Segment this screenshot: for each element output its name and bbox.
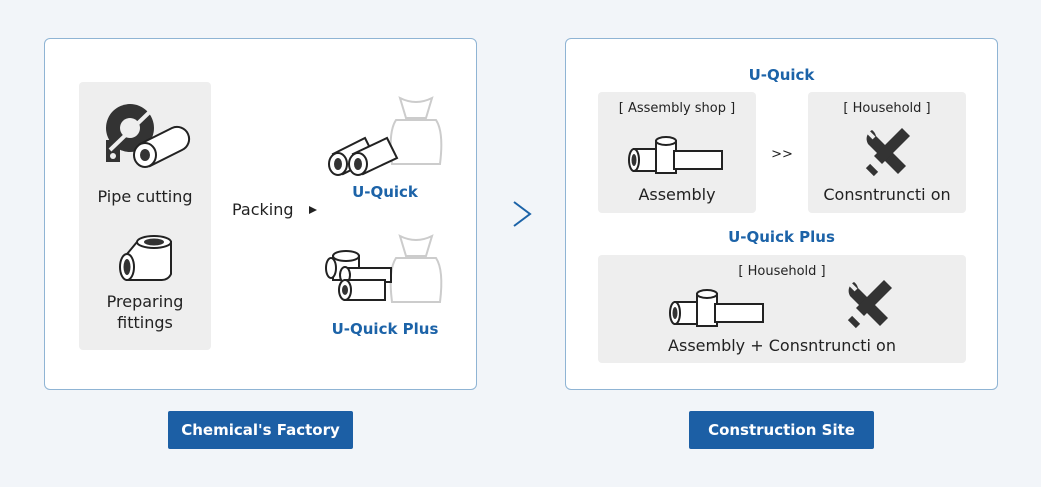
next-step-arrow: >> (771, 147, 793, 162)
construction-label-1: Consntruncti on (823, 185, 951, 204)
tee-fitting-icon-2 (669, 289, 764, 327)
tools-icon (864, 128, 910, 177)
household-label-1: [ Household ] (843, 101, 931, 116)
bag-icon (389, 96, 443, 165)
play-arrow-icon (309, 206, 317, 214)
bag-icon-plus (389, 234, 443, 303)
uquick-plus-label: U-Quick Plus (331, 320, 439, 338)
pipe-cutting-icon (106, 102, 191, 168)
uquick-label: U-Quick (352, 183, 418, 201)
packing-label: Packing (232, 200, 294, 219)
assembly-shop-label: [ Assembly shop ] (618, 101, 736, 116)
uquick-plus-title: U-Quick Plus (728, 228, 835, 246)
pipes-icon (328, 136, 399, 176)
household-label-2: [ Household ] (738, 264, 826, 279)
pipes-and-fittings-icon (325, 250, 392, 301)
elbow-fitting-icon (119, 235, 172, 282)
tools-icon-2 (846, 280, 892, 329)
chemicals-factory-label: Chemical's Factory (168, 411, 353, 449)
tee-fitting-icon (628, 136, 723, 174)
construction-site-label: Construction Site (689, 411, 874, 449)
chevron-right-icon (513, 201, 532, 227)
assembly-label: Assembly (638, 185, 716, 204)
household-box-2 (598, 255, 966, 363)
uquick-title: U-Quick (748, 66, 815, 84)
preparing-fittings-label-2: fittings (117, 313, 173, 332)
preparing-fittings-label-1: Preparing (106, 292, 184, 311)
pipe-cutting-label: Pipe cutting (97, 187, 193, 206)
assembly-construction-label: Assembly + Consntruncti on (668, 336, 896, 355)
